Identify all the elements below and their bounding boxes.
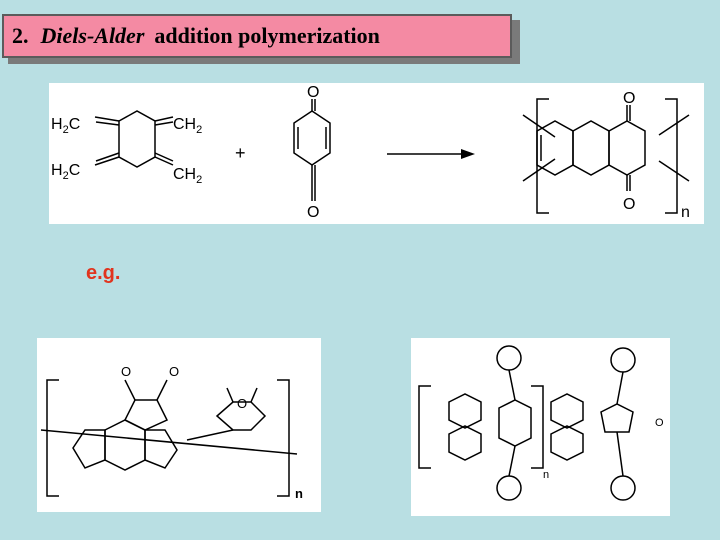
slide-title: 2. Diels-Alder addition polymerization	[2, 14, 512, 58]
quinone-ring	[293, 110, 331, 166]
example2-structure: O n	[418, 345, 664, 501]
left-bracket	[536, 98, 549, 214]
product-oxygen-top: O	[623, 90, 635, 107]
reaction-scheme-panel: H2C H2C CH2 CH2 + O O O O n	[49, 83, 704, 224]
right-bracket	[665, 98, 678, 214]
arrow-head	[461, 149, 475, 159]
ex1-oxygen-3: O	[237, 396, 247, 411]
ex2-oxygen: O	[655, 417, 664, 429]
quinone-oxygen-top: O	[307, 84, 319, 101]
product-repeat-n: n	[681, 204, 690, 221]
title-rest: addition polymerization	[154, 23, 380, 48]
h2c-bottom-label: H2C	[51, 162, 80, 182]
cyclohexane-ring	[118, 110, 156, 168]
reaction-scheme: H2C H2C CH2 CH2 + O O O O n	[51, 84, 690, 221]
ex2-repeat-n: n	[543, 469, 549, 481]
ch2-top-label: CH2	[173, 116, 202, 136]
ex1-repeat-n: n	[295, 486, 303, 501]
title-italic: Diels-Alder	[40, 23, 145, 48]
product-oxygen-bottom: O	[623, 196, 635, 213]
example1-panel: O O O n	[37, 338, 321, 512]
h2c-top-label: H2C	[51, 116, 80, 136]
plus-sign: +	[235, 143, 246, 163]
title-number: 2.	[12, 23, 29, 48]
ch2-bottom-label: CH2	[173, 166, 202, 186]
example1-structure: O O O n	[40, 364, 303, 501]
example2-panel: O n	[411, 338, 670, 516]
example-label: e.g.	[86, 262, 121, 284]
ex1-oxygen-2: O	[169, 364, 179, 379]
ex1-oxygen-1: O	[121, 364, 131, 379]
quinone-oxygen-bottom: O	[307, 204, 319, 221]
